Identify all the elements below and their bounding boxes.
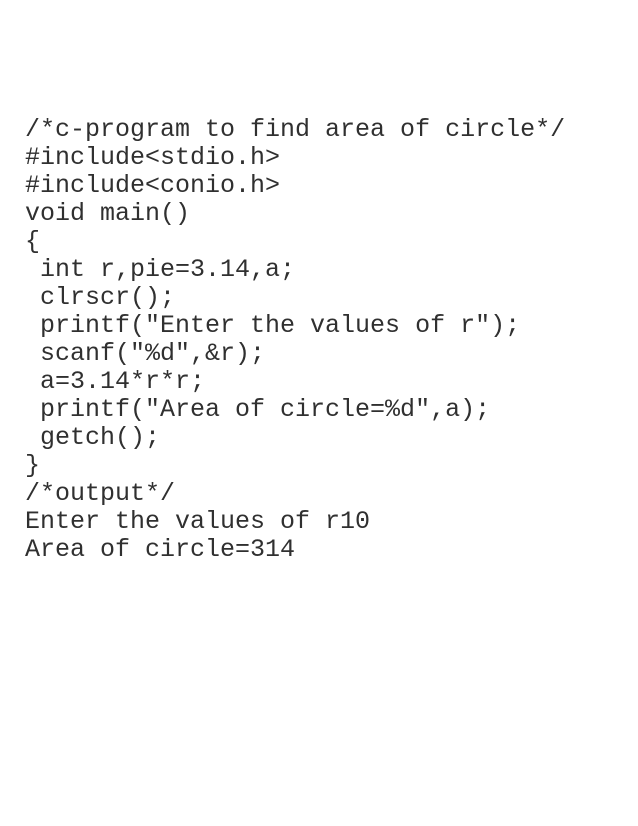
code-line: a=3.14*r*r; <box>25 367 206 396</box>
code-line: getch(); <box>25 423 161 452</box>
code-line: void main() <box>25 199 191 228</box>
code-line: printf("Area of circle=%d",a); <box>25 395 491 424</box>
code-line: scanf("%d",&r); <box>25 339 266 368</box>
code-line: #include<stdio.h> <box>25 143 281 172</box>
code-block: /*c-program to find area of circle*/#inc… <box>25 116 628 564</box>
code-line: #include<conio.h> <box>25 171 281 200</box>
code-line: printf("Enter the values of r"); <box>25 311 521 340</box>
code-line: clrscr(); <box>25 283 176 312</box>
code-line: Area of circle=314 <box>25 535 296 564</box>
code-line: /*output*/ <box>25 479 176 508</box>
code-line: int r,pie=3.14,a; <box>25 255 296 284</box>
code-line: Enter the values of r10 <box>25 507 371 536</box>
code-line: } <box>25 451 41 480</box>
code-line: /*c-program to find area of circle*/ <box>25 115 566 144</box>
code-line: { <box>25 227 41 256</box>
